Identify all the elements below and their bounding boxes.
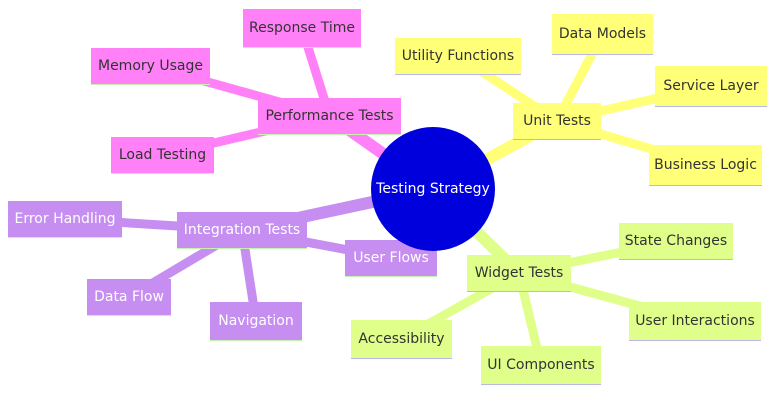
leaf-node-business-logic: Business Logic [649,145,762,185]
branch-node-integration-label: Integration Tests [183,222,301,238]
leaf-node-business-logic-label: Business Logic [654,157,757,173]
branch-node-performance: Performance Tests [258,98,401,134]
leaf-node-user-interactions: User Interactions [629,302,761,340]
leaf-node-response-time: Response Time [243,9,361,47]
leaf-node-data-models: Data Models [552,14,653,54]
leaf-node-ui-components: UI Components [481,346,601,384]
leaf-node-load-testing-label: Load Testing [118,147,207,163]
leaf-node-service-layer: Service Layer [655,66,767,106]
root-node-label: Testing Strategy [376,181,490,197]
leaf-node-data-flow-label: Data Flow [94,289,164,305]
leaf-node-utility-functions-label: Utility Functions [401,48,515,64]
leaf-node-data-flow: Data Flow [87,279,171,315]
leaf-node-user-interactions-label: User Interactions [635,313,755,329]
branch-node-unit: Unit Tests [513,103,601,139]
leaf-node-service-layer-label: Service Layer [663,78,759,94]
leaf-node-error-handling: Error Handling [8,201,122,237]
branch-node-widget: Widget Tests [467,255,571,291]
branch-node-integration: Integration Tests [177,212,307,248]
leaf-node-state-changes-label: State Changes [624,233,728,249]
leaf-node-state-changes: State Changes [619,223,733,259]
root-node: Testing Strategy [371,127,495,251]
leaf-node-utility-functions: Utility Functions [395,38,521,74]
leaf-node-user-flows-label: User Flows [353,250,429,266]
leaf-node-navigation-label: Navigation [218,313,294,329]
leaf-node-memory-usage: Memory Usage [91,48,210,84]
branch-node-performance-label: Performance Tests [265,108,394,124]
leaf-node-data-models-label: Data Models [558,26,647,42]
branch-node-widget-label: Widget Tests [474,265,564,281]
leaf-node-response-time-label: Response Time [249,20,355,36]
leaf-node-load-testing: Load Testing [111,137,214,173]
node-underlines [8,46,767,385]
leaf-node-accessibility-label: Accessibility [358,331,445,347]
leaf-node-error-handling-label: Error Handling [14,211,116,227]
leaf-node-accessibility: Accessibility [351,320,452,358]
leaf-node-memory-usage-label: Memory Usage [97,58,203,74]
branch-node-unit-label: Unit Tests [523,113,591,129]
leaf-node-navigation: Navigation [210,302,302,340]
leaf-node-ui-components-label: UI Components [487,357,595,373]
